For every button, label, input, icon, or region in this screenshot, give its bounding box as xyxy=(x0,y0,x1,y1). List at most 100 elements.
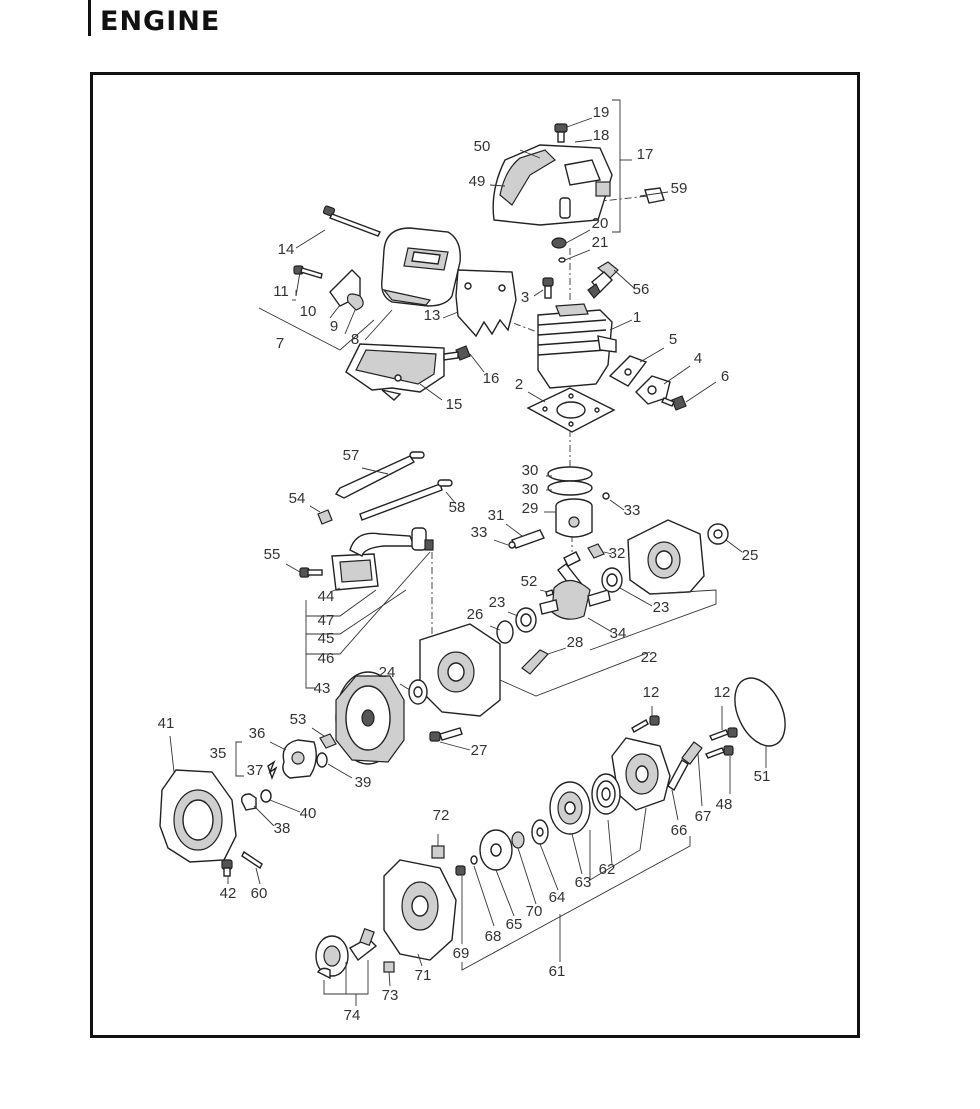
crankcase-left xyxy=(419,623,651,717)
callout-c45: 45 xyxy=(318,630,335,647)
callout-c26: 26 xyxy=(467,606,484,623)
callout-c58: 58 xyxy=(449,499,466,516)
callout-c73: 73 xyxy=(382,987,399,1004)
callout-c40: 40 xyxy=(300,805,317,822)
cylinder xyxy=(537,303,633,389)
housing-71 xyxy=(383,859,457,967)
spring-62-pulley-63 xyxy=(549,773,647,881)
callout-c65: 65 xyxy=(506,916,523,933)
callout-c51: 51 xyxy=(754,768,771,785)
callout-c12b: 12 xyxy=(714,684,731,701)
carburetor-4 xyxy=(635,365,691,405)
fan-housing-41 xyxy=(159,735,237,863)
wires-57-58 xyxy=(334,451,457,521)
callout-c5: 5 xyxy=(669,331,677,348)
bracket-17 xyxy=(489,99,669,261)
callout-c70: 70 xyxy=(526,903,543,920)
callout-c29: 29 xyxy=(522,500,539,517)
callout-c23b: 23 xyxy=(653,599,670,616)
bearing-23-left xyxy=(507,607,537,633)
part-73 xyxy=(383,961,395,987)
gasket xyxy=(526,387,616,433)
callout-c10: 10 xyxy=(300,303,317,320)
callout-c37: 37 xyxy=(247,762,264,779)
crankcase-right xyxy=(589,519,717,651)
callout-c62: 62 xyxy=(599,861,616,878)
bracket-61 xyxy=(461,836,691,971)
grommet-20-21 xyxy=(551,237,567,263)
bolts-12-48 xyxy=(631,706,738,794)
callout-c43: 43 xyxy=(314,680,331,697)
bracket-43 xyxy=(305,551,431,689)
air-box-15 xyxy=(345,343,445,401)
bolt-27 xyxy=(429,727,471,751)
flywheel xyxy=(335,671,405,765)
callout-c63: 63 xyxy=(575,874,592,891)
callout-c69: 69 xyxy=(453,945,470,962)
callout-c24: 24 xyxy=(379,664,396,681)
heat-shield xyxy=(442,269,517,338)
callout-c56: 56 xyxy=(633,281,650,298)
gasket-28 xyxy=(521,647,567,675)
washer-39 xyxy=(316,752,353,779)
bearing-23-right xyxy=(601,567,653,607)
piston-rings-30 xyxy=(546,466,593,496)
title-rule xyxy=(88,0,91,36)
oil-seal-25 xyxy=(707,523,743,553)
spring-37 xyxy=(267,760,278,781)
bushing-38-40 xyxy=(240,789,301,827)
recoil-starter-74 xyxy=(315,927,378,1006)
nut-53 xyxy=(311,727,337,749)
callout-c21: 21 xyxy=(592,234,609,251)
needle-bearing-32 xyxy=(587,543,613,559)
spacer-54 xyxy=(309,505,333,525)
callout-c67: 67 xyxy=(695,808,712,825)
insulator-5 xyxy=(608,347,665,387)
callout-c52: 52 xyxy=(521,573,538,590)
muffler xyxy=(381,227,461,307)
callout-c53: 53 xyxy=(290,711,307,728)
callout-c30a: 30 xyxy=(522,462,539,479)
callout-c72: 72 xyxy=(433,807,450,824)
plate-72 xyxy=(431,834,445,859)
callout-c11: 11 xyxy=(273,283,289,300)
callout-c74: 74 xyxy=(344,1007,361,1024)
callout-c55: 55 xyxy=(264,546,281,563)
callout-c61: 61 xyxy=(549,963,566,980)
page-title: ENGINE xyxy=(100,6,221,37)
callout-c41: 41 xyxy=(158,715,175,732)
bolt-3 xyxy=(533,277,554,299)
washers-64-70-65-68-69 xyxy=(455,819,583,944)
screw-19 xyxy=(554,123,568,143)
ignition-coil-44 xyxy=(331,527,434,591)
cover-51 xyxy=(734,677,786,768)
callout-c4: 4 xyxy=(694,350,702,367)
callout-c13: 13 xyxy=(424,307,441,324)
circlips-33 xyxy=(493,492,625,549)
callout-c66: 66 xyxy=(671,822,688,839)
top-cover xyxy=(492,144,613,226)
spark-plug-56 xyxy=(587,261,635,299)
callout-c9: 9 xyxy=(330,318,338,335)
callout-c44: 44 xyxy=(318,588,335,605)
callout-c19: 19 xyxy=(593,104,610,121)
callout-c54: 54 xyxy=(289,490,306,507)
callout-c42: 42 xyxy=(220,885,237,902)
washer-24 xyxy=(399,679,428,705)
screw-6 xyxy=(661,381,717,411)
bracket-7 xyxy=(258,229,393,351)
callout-c17: 17 xyxy=(637,146,654,163)
callout-c27: 27 xyxy=(471,742,488,759)
callout-c38: 38 xyxy=(274,820,291,837)
callout-c16: 16 xyxy=(483,370,500,387)
callout-c48: 48 xyxy=(716,796,733,813)
callout-c36: 36 xyxy=(249,725,266,742)
callout-c31: 31 xyxy=(488,507,505,524)
starter-case xyxy=(611,737,671,811)
callout-c20: 20 xyxy=(592,215,609,232)
callout-c23a: 23 xyxy=(489,594,506,611)
callout-c33b: 33 xyxy=(471,524,488,541)
callout-c28: 28 xyxy=(567,634,584,651)
callout-c6: 6 xyxy=(721,368,729,385)
